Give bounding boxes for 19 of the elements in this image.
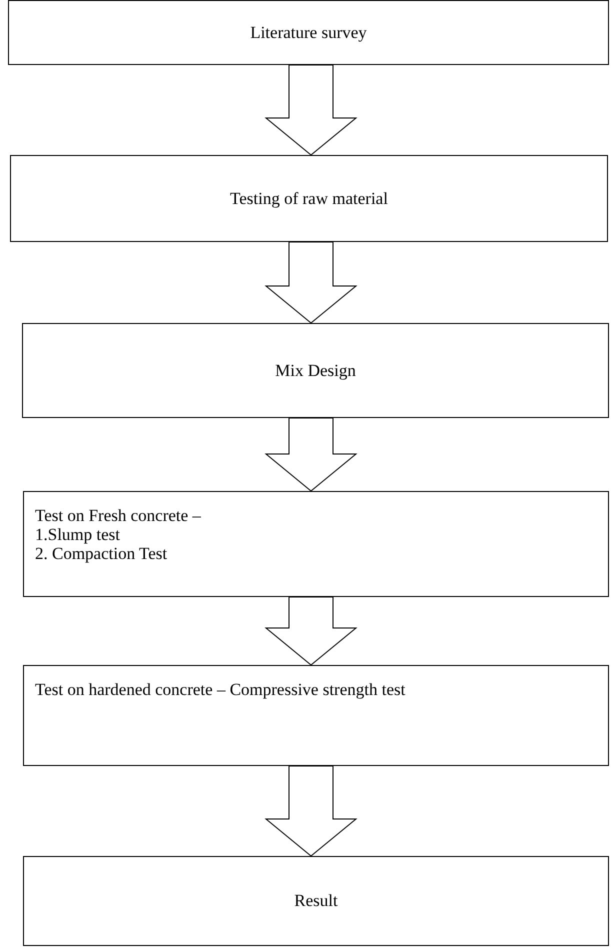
step-text: Testing of raw material bbox=[230, 188, 388, 208]
step-text: Mix Design bbox=[275, 360, 356, 380]
process-box bbox=[8, 0, 609, 65]
process-box bbox=[10, 155, 608, 242]
step-text: Result bbox=[294, 891, 338, 911]
block-arrow bbox=[264, 596, 358, 666]
process-box bbox=[22, 323, 609, 418]
process-box bbox=[23, 491, 609, 597]
step-text: Literature survey bbox=[250, 22, 367, 42]
block-arrow bbox=[264, 418, 358, 492]
block-arrow bbox=[264, 64, 358, 156]
process-box bbox=[23, 665, 609, 766]
step-text: 1.Slump test bbox=[35, 525, 120, 544]
block-arrow bbox=[264, 766, 358, 857]
step-text: Test on hardened concrete – Compressive strength test bbox=[35, 680, 406, 699]
step-text: 2. Compaction Test bbox=[35, 544, 168, 563]
process-box bbox=[23, 856, 609, 946]
step-text: Test on Fresh concrete – bbox=[35, 506, 201, 525]
block-arrow bbox=[264, 242, 358, 324]
